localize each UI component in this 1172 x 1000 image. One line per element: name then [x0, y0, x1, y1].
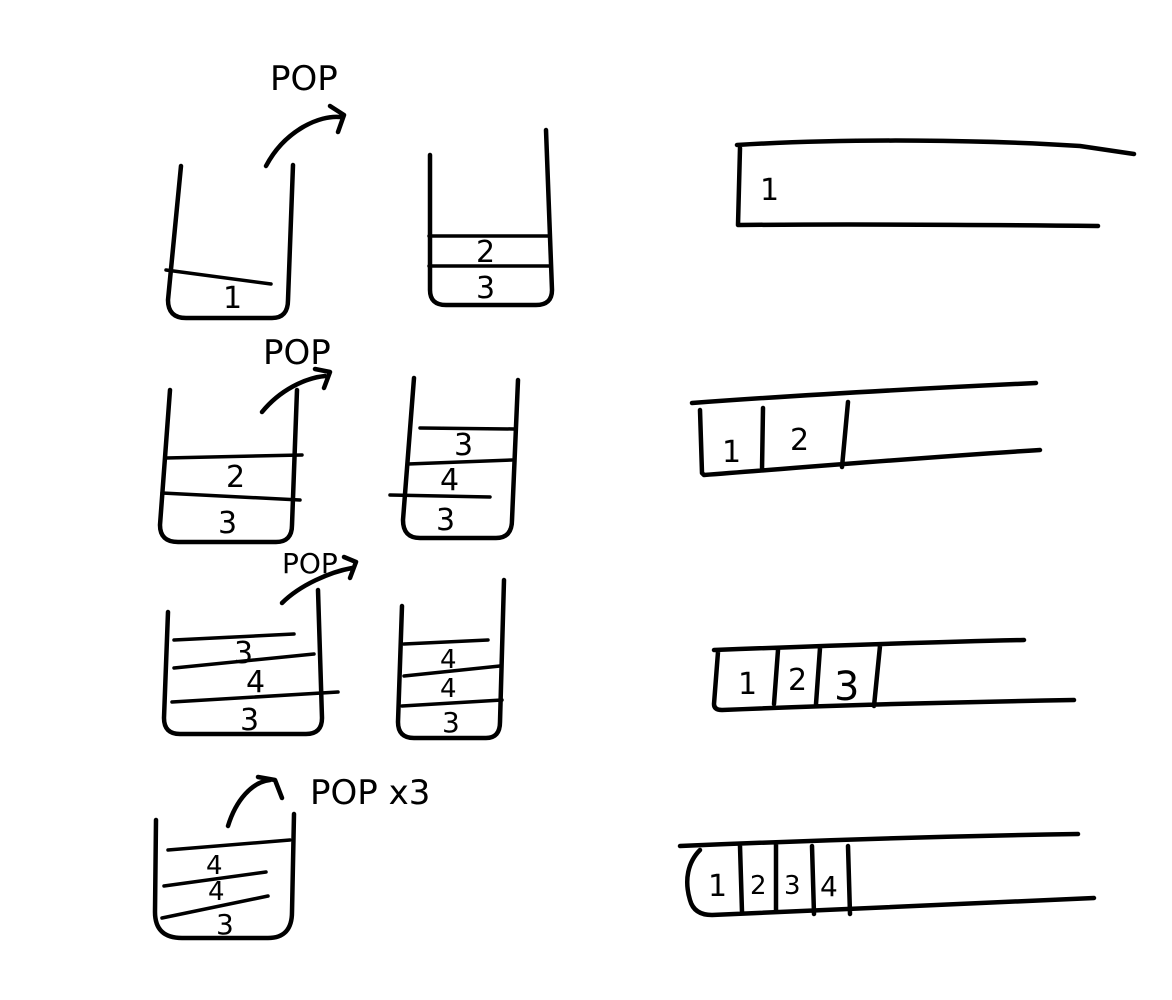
stack-container [161, 587, 325, 737]
stack-divider [166, 838, 292, 852]
stack-cell: 4 [206, 851, 223, 881]
array-box [677, 831, 1097, 918]
pop-arrow-4 [225, 774, 285, 829]
pop-label-2: POP [263, 333, 331, 373]
pop-arrow-1 [263, 103, 347, 169]
stack-divider [402, 664, 502, 678]
stack-cell: 4 [440, 645, 457, 675]
array-cell: 3 [784, 871, 801, 901]
array-cell: 2 [788, 663, 807, 698]
array-box [711, 637, 1077, 713]
stack-cell: 1 [223, 281, 242, 316]
stack-divider [164, 453, 304, 460]
array-cell: 1 [708, 869, 727, 904]
stack-cell: 3 [454, 428, 473, 463]
stack-container [152, 811, 297, 941]
stack-container [165, 162, 296, 321]
stack-cell: 2 [226, 460, 245, 495]
array-cell: 4 [820, 870, 838, 903]
array-box [734, 138, 1137, 229]
array-cell: 1 [760, 173, 779, 208]
array-cell: 3 [834, 664, 859, 710]
stack-divider [400, 698, 504, 708]
stack-divider [406, 458, 514, 466]
stack-container [400, 375, 521, 541]
pop-arrow-2 [259, 366, 333, 415]
stack-container [427, 127, 555, 308]
array-cell: 2 [750, 871, 767, 901]
stack-cell: 3 [234, 636, 253, 671]
stack-cell: 3 [216, 908, 234, 941]
stack-container [157, 387, 300, 545]
stack-divider [170, 690, 340, 704]
stack-divider [164, 268, 273, 286]
stack-divider [418, 426, 516, 431]
stack-cell: 3 [476, 271, 495, 306]
stack-divider [162, 870, 268, 888]
pop-arrow-3 [279, 554, 359, 606]
stack-cell: 4 [208, 877, 225, 907]
stack-divider [172, 652, 316, 670]
stack-cell: 3 [218, 506, 237, 541]
array-cell: 1 [738, 667, 757, 702]
stack-cell: 2 [476, 235, 495, 270]
array-box [689, 380, 1043, 478]
pop-label-1: POP [270, 59, 338, 99]
pop-label-4: POP x3 [310, 773, 430, 813]
array-cell: 2 [790, 423, 809, 458]
stack-container [395, 577, 507, 741]
stack-divider [402, 638, 490, 646]
stack-cell: 4 [246, 665, 265, 700]
stack-cell: 3 [436, 503, 455, 538]
stack-divider [160, 491, 302, 502]
stack-cell: 3 [442, 706, 460, 739]
stack-cell: 4 [440, 463, 459, 498]
array-cell: 1 [722, 435, 741, 470]
stack-divider [172, 632, 296, 642]
stack-cell: 3 [240, 703, 259, 738]
stack-divider [388, 493, 492, 499]
stack-divider [160, 894, 270, 920]
stack-cell: 4 [440, 674, 457, 704]
